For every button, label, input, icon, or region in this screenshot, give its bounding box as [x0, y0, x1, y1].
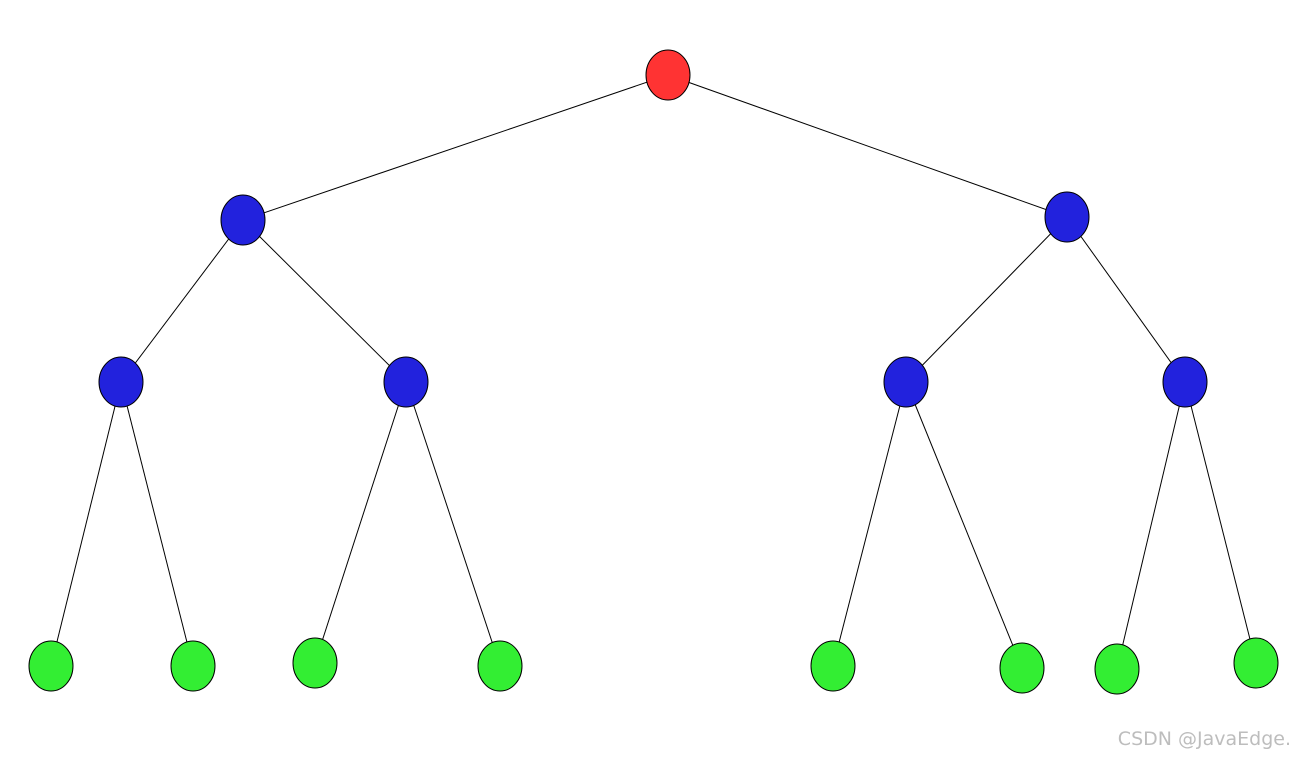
leaf-node-n14 [1094, 643, 1140, 695]
leaf-node-n8 [28, 640, 74, 692]
edge-n4-n9 [120, 381, 194, 667]
edge-n7-n15 [1184, 381, 1257, 664]
edge-n3-n6 [905, 216, 1068, 383]
nodes-layer [28, 49, 1279, 695]
edge-n4-n8 [50, 381, 122, 667]
internal-node-n5 [383, 356, 429, 408]
internal-node-n4 [98, 356, 144, 408]
leaf-node-n13 [999, 642, 1045, 694]
leaf-node-n10 [292, 637, 338, 689]
leaf-node-n15 [1233, 637, 1279, 689]
internal-node-n7 [1162, 356, 1208, 408]
edge-n3-n7 [1066, 216, 1186, 383]
edges-layer [50, 74, 1257, 670]
leaf-node-n9 [170, 640, 216, 692]
leaf-node-n11 [477, 640, 523, 692]
root-node-n1 [645, 49, 691, 101]
internal-node-n3 [1044, 191, 1090, 243]
watermark: CSDN @JavaEdge. [1117, 728, 1291, 750]
internal-node-n2 [220, 194, 266, 246]
edge-n1-n2 [242, 74, 669, 221]
edge-n1-n3 [667, 74, 1068, 218]
edge-n5-n11 [405, 381, 501, 667]
edge-n6-n13 [905, 381, 1023, 669]
edge-n2-n4 [120, 219, 244, 383]
edge-n2-n5 [242, 219, 407, 383]
edge-n6-n12 [832, 381, 907, 667]
internal-node-n6 [883, 356, 929, 408]
leaf-node-n12 [810, 640, 856, 692]
edge-n7-n14 [1116, 381, 1186, 670]
edge-n5-n10 [314, 381, 407, 664]
